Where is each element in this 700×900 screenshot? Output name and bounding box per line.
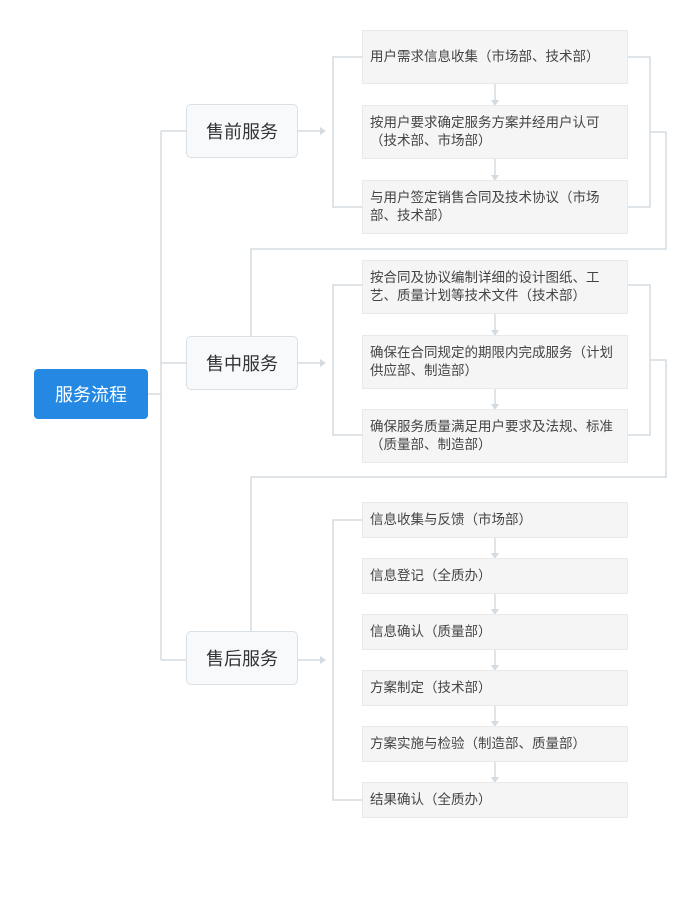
step-box: 信息收集与反馈（市场部） xyxy=(362,502,628,538)
step-box: 按合同及协议编制详细的设计图纸、工艺、质量计划等技术文件（技术部） xyxy=(362,260,628,314)
step-box: 方案制定（技术部） xyxy=(362,670,628,706)
step-box: 用户需求信息收集（市场部、技术部） xyxy=(362,30,628,84)
step-box: 方案实施与检验（制造部、质量部） xyxy=(362,726,628,762)
stage-after-sales: 售后服务 xyxy=(186,631,298,685)
step-box: 信息确认（质量部） xyxy=(362,614,628,650)
step-box: 确保服务质量满足用户要求及法规、标准（质量部、制造部） xyxy=(362,409,628,463)
stage-pre-sales: 售前服务 xyxy=(186,104,298,158)
step-box: 结果确认（全质办） xyxy=(362,782,628,818)
step-box: 与用户签定销售合同及技术协议（市场部、技术部） xyxy=(362,180,628,234)
step-box: 按用户要求确定服务方案并经用户认可（技术部、市场部） xyxy=(362,105,628,159)
root-node-service-flow: 服务流程 xyxy=(34,369,148,419)
step-box: 信息登记（全质办） xyxy=(362,558,628,594)
step-box: 确保在合同规定的期限内完成服务（计划供应部、制造部） xyxy=(362,335,628,389)
stage-in-sales: 售中服务 xyxy=(186,336,298,390)
